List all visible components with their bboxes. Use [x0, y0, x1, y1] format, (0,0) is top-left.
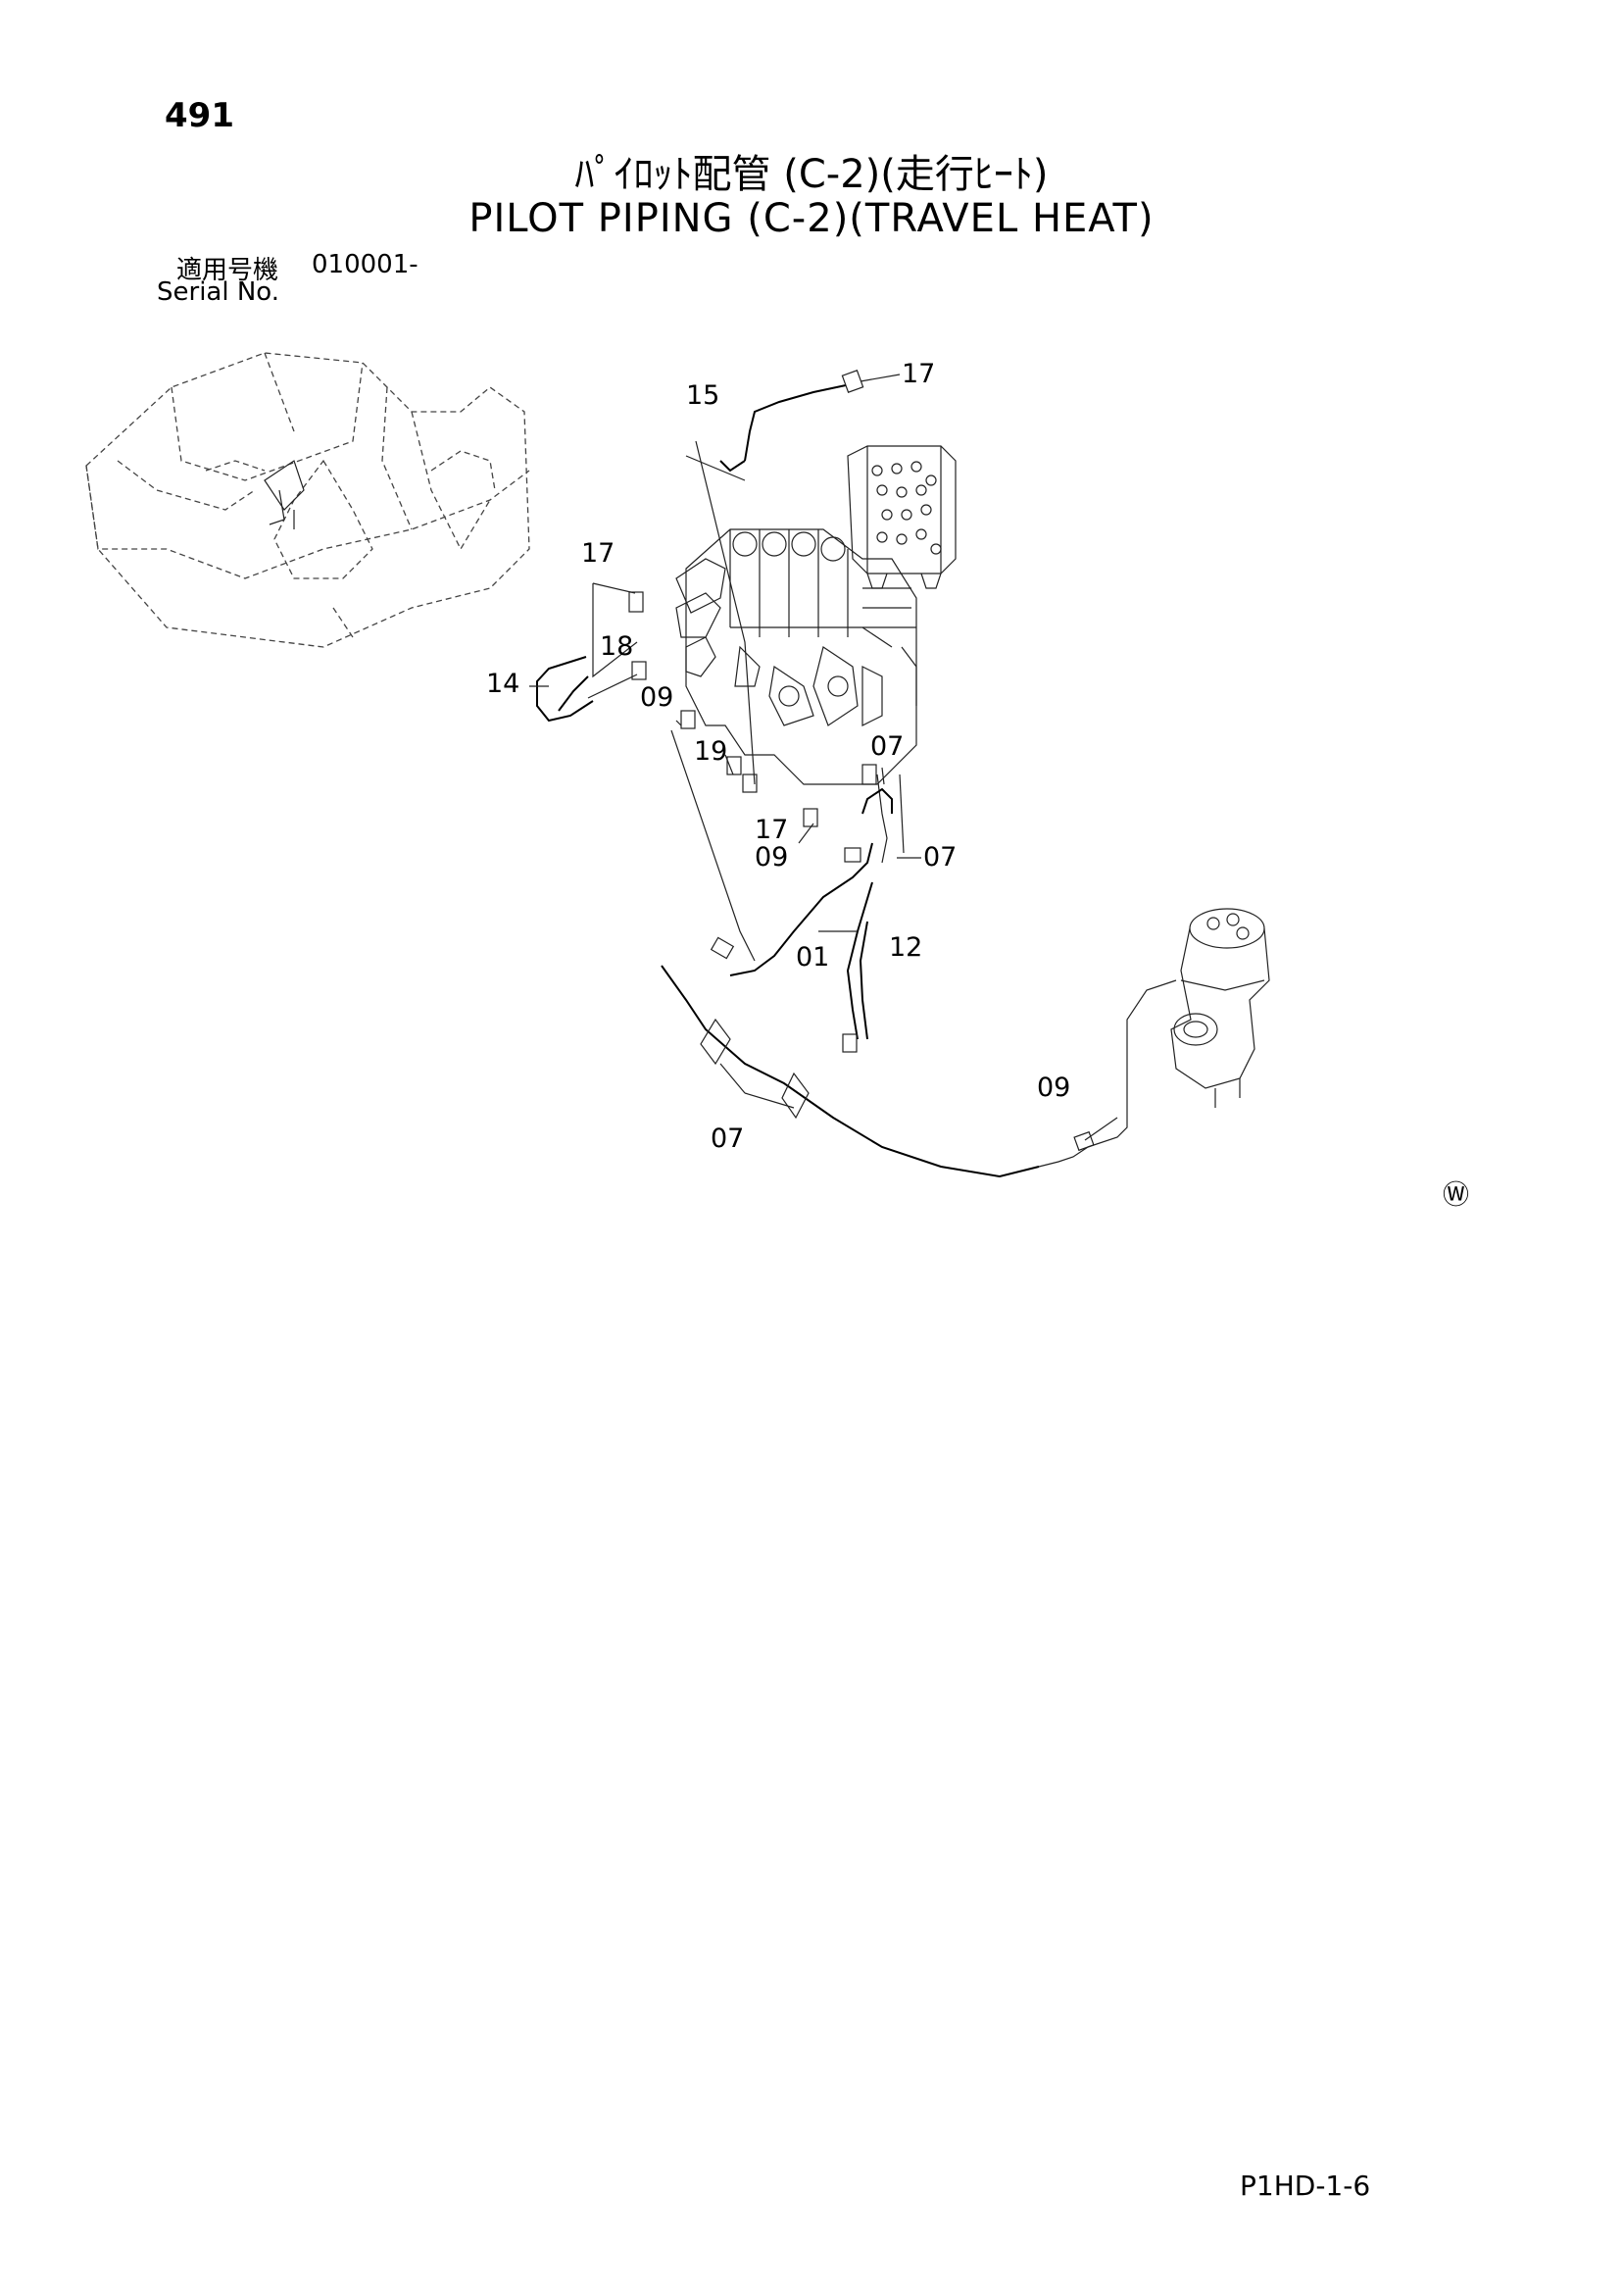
callout-18: 18	[600, 631, 633, 662]
callout-09-low: 09	[755, 842, 788, 873]
callout-09-right: 09	[1037, 1073, 1070, 1103]
callout-14: 14	[486, 669, 519, 699]
callout-07-right: 07	[923, 842, 957, 873]
pilot-hoses	[536, 384, 1177, 1178]
page-title-english: PILOT PIPING (C-2)(TRAVEL HEAT)	[468, 196, 1155, 241]
page-number: 491	[165, 96, 234, 135]
serial-label-japanese: 適用号機	[176, 256, 279, 285]
callout-09-left: 09	[640, 682, 673, 713]
control-valve-assembly	[675, 528, 917, 785]
page-code: P1HD-1-6	[1240, 2170, 1371, 2202]
page-title-japanese: ﾊﾟｲﾛｯﾄ配管 (C-2)(走行ﾋｰﾄ)	[574, 152, 1049, 197]
callout-17-top: 17	[902, 359, 935, 389]
leader-lines	[529, 374, 1118, 1141]
serial-label-english: Serial No.	[157, 277, 279, 307]
callout-labels: 17 15 17 18 14 09 19 07 17 09 07 01 12 0…	[486, 359, 1070, 1154]
callout-07-mid: 07	[870, 731, 904, 762]
excavator-overview-drawing	[85, 352, 530, 648]
callout-12: 12	[889, 932, 922, 963]
callout-17-low: 17	[755, 815, 788, 845]
center-joint	[1170, 908, 1270, 1108]
callout-15: 15	[686, 380, 719, 411]
callout-17-left: 17	[581, 538, 615, 569]
w-symbol: Ⓦ	[1443, 1180, 1469, 1211]
pilot-manifold	[847, 445, 957, 589]
callout-01: 01	[796, 942, 829, 973]
callout-07-bottom: 07	[711, 1123, 744, 1154]
fittings	[628, 370, 1095, 1152]
serial-number-value: 010001-	[312, 250, 418, 279]
callout-19: 19	[694, 736, 727, 767]
